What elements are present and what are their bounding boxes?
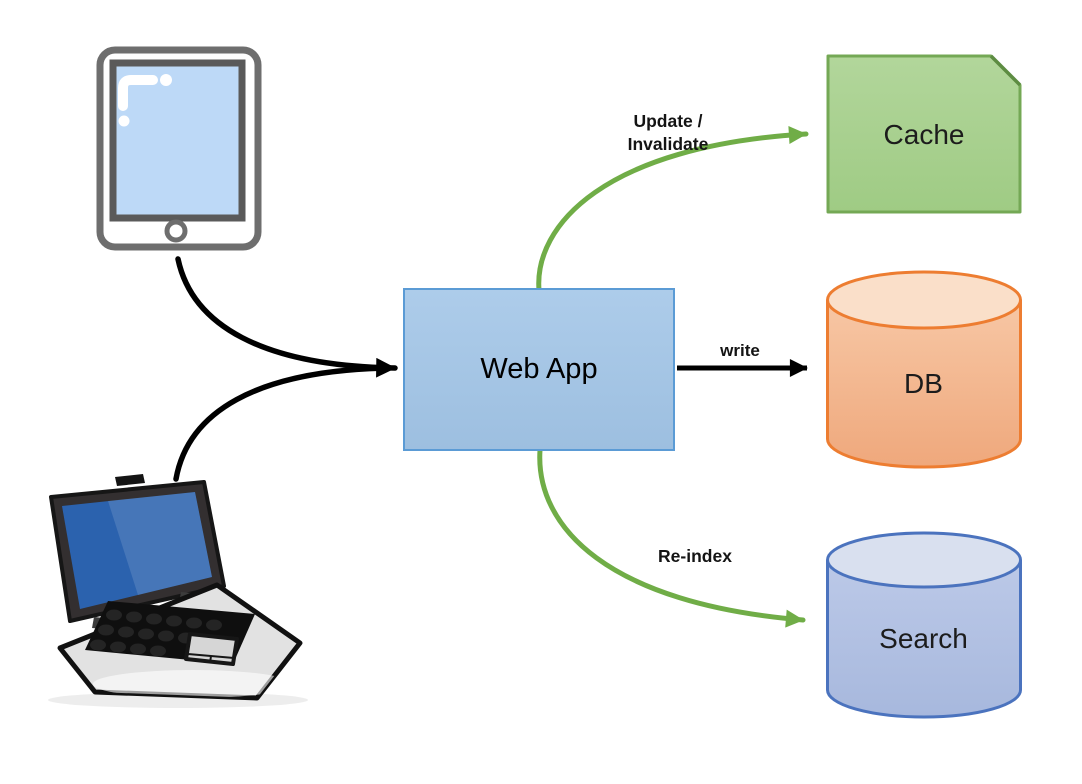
search-node [826,531,1022,719]
tablet-icon [96,46,262,251]
laptop-icon [48,474,308,708]
db-node [826,270,1022,469]
cache-node [826,54,1022,214]
web-app-node: Web App [403,288,675,451]
laptop-screen [62,492,212,609]
arrow-tablet-to-webapp [175,256,398,378]
arrow-webapp-to-cache [536,126,809,293]
arrow-laptop-to-webapp [173,365,389,482]
arrow-webapp-to-search [537,447,806,628]
web-app-label: Web App [480,353,598,385]
